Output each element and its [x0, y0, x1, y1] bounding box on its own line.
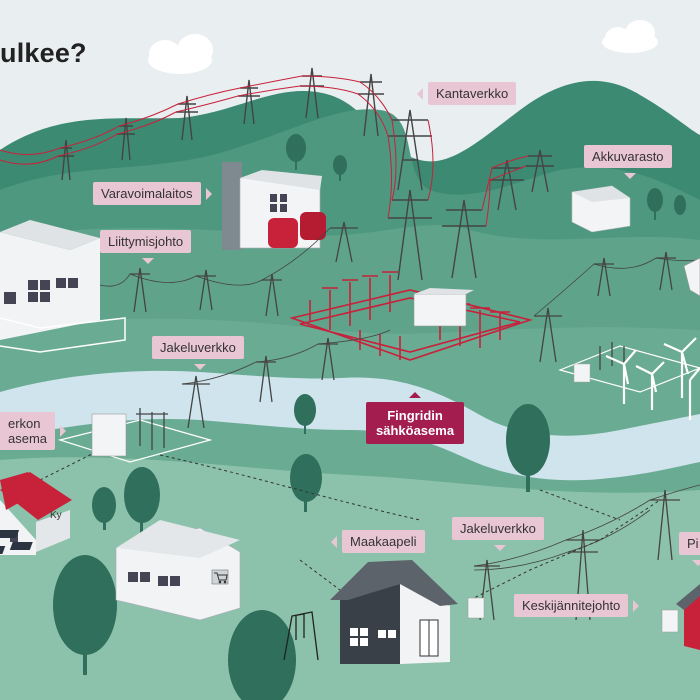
house-sign-ky: Ky	[50, 510, 62, 521]
pylon-icon	[442, 199, 486, 279]
pylon-icon	[490, 159, 524, 211]
tree-icon	[286, 134, 306, 170]
pylon-icon	[358, 73, 384, 137]
wind-turbine-icon	[663, 337, 697, 398]
substation-building	[413, 293, 467, 327]
meter-box	[467, 597, 485, 619]
label-maakaapeli: Maakaapeli	[331, 530, 425, 553]
tree-icon	[228, 610, 296, 700]
pylon-icon	[176, 95, 198, 141]
local-substation	[57, 408, 213, 463]
pylon-icon	[388, 189, 432, 281]
pylon-icon	[117, 117, 135, 161]
wind-turbine-icon	[688, 367, 700, 420]
page-title: ulkee?	[0, 38, 87, 68]
tree-icon	[124, 467, 160, 534]
label-fingrid-line2: sähköasema	[376, 423, 455, 438]
label-varavoimalaitos: Varavoimalaitos	[93, 182, 212, 205]
wind-turbines	[605, 337, 700, 420]
tree-icon	[506, 404, 550, 492]
label-fingrid-substation: Fingridin sähköasema	[366, 392, 465, 444]
distribution-pylons	[130, 221, 680, 621]
transmission-towers	[58, 67, 554, 281]
label-verkon-asema: erkon asema	[0, 412, 67, 450]
shopping-cart-icon	[214, 572, 228, 584]
label-verkon-line1: erkon	[8, 416, 41, 431]
backup-power-plant	[222, 162, 326, 250]
swing-set	[283, 611, 319, 661]
pylon-icon	[388, 109, 432, 191]
battery-storage	[571, 185, 631, 233]
label-jakeluverkko-upper: Jakeluverkko	[152, 336, 244, 370]
solar-shop-building	[0, 520, 241, 621]
tree-icon	[674, 195, 686, 215]
tree-icon	[294, 394, 316, 434]
right-edge-building	[683, 257, 700, 297]
label-fingrid-line1: Fingridin	[387, 408, 443, 423]
cloud-icon	[602, 20, 658, 53]
red-house	[0, 472, 72, 555]
wind-turbine-icon	[605, 349, 637, 404]
label-jakeluverkko-lower: Jakeluverkko	[452, 517, 544, 551]
label-kantaverkko: Kantaverkko	[416, 82, 517, 105]
label-akkuvarasto: Akkuvarasto	[584, 145, 672, 179]
tree-icon	[92, 487, 116, 530]
underground-cable	[39, 453, 661, 601]
tree-icon	[333, 155, 347, 181]
label-liittymisjohto: Liittymisjohto	[100, 230, 192, 264]
grey-house	[330, 560, 458, 664]
label-pi: Pi	[679, 532, 700, 566]
tree-icon	[290, 454, 322, 512]
pylon-icon	[238, 79, 260, 125]
cloud-icon	[148, 34, 213, 74]
tree-icon	[647, 188, 663, 220]
solar-panels	[0, 530, 33, 554]
factory-building	[0, 220, 126, 353]
label-verkon-line2: asema	[8, 431, 48, 446]
distribution-lines	[99, 227, 700, 571]
right-red-cabin	[661, 584, 700, 650]
label-keskijannitejohto: Keskijännitejohto	[514, 594, 640, 617]
transmission-lines	[0, 75, 529, 227]
pylon-icon	[526, 149, 554, 193]
tree-icon	[53, 555, 117, 675]
wind-turbine-icon	[635, 361, 665, 410]
tree-icons	[53, 134, 686, 700]
